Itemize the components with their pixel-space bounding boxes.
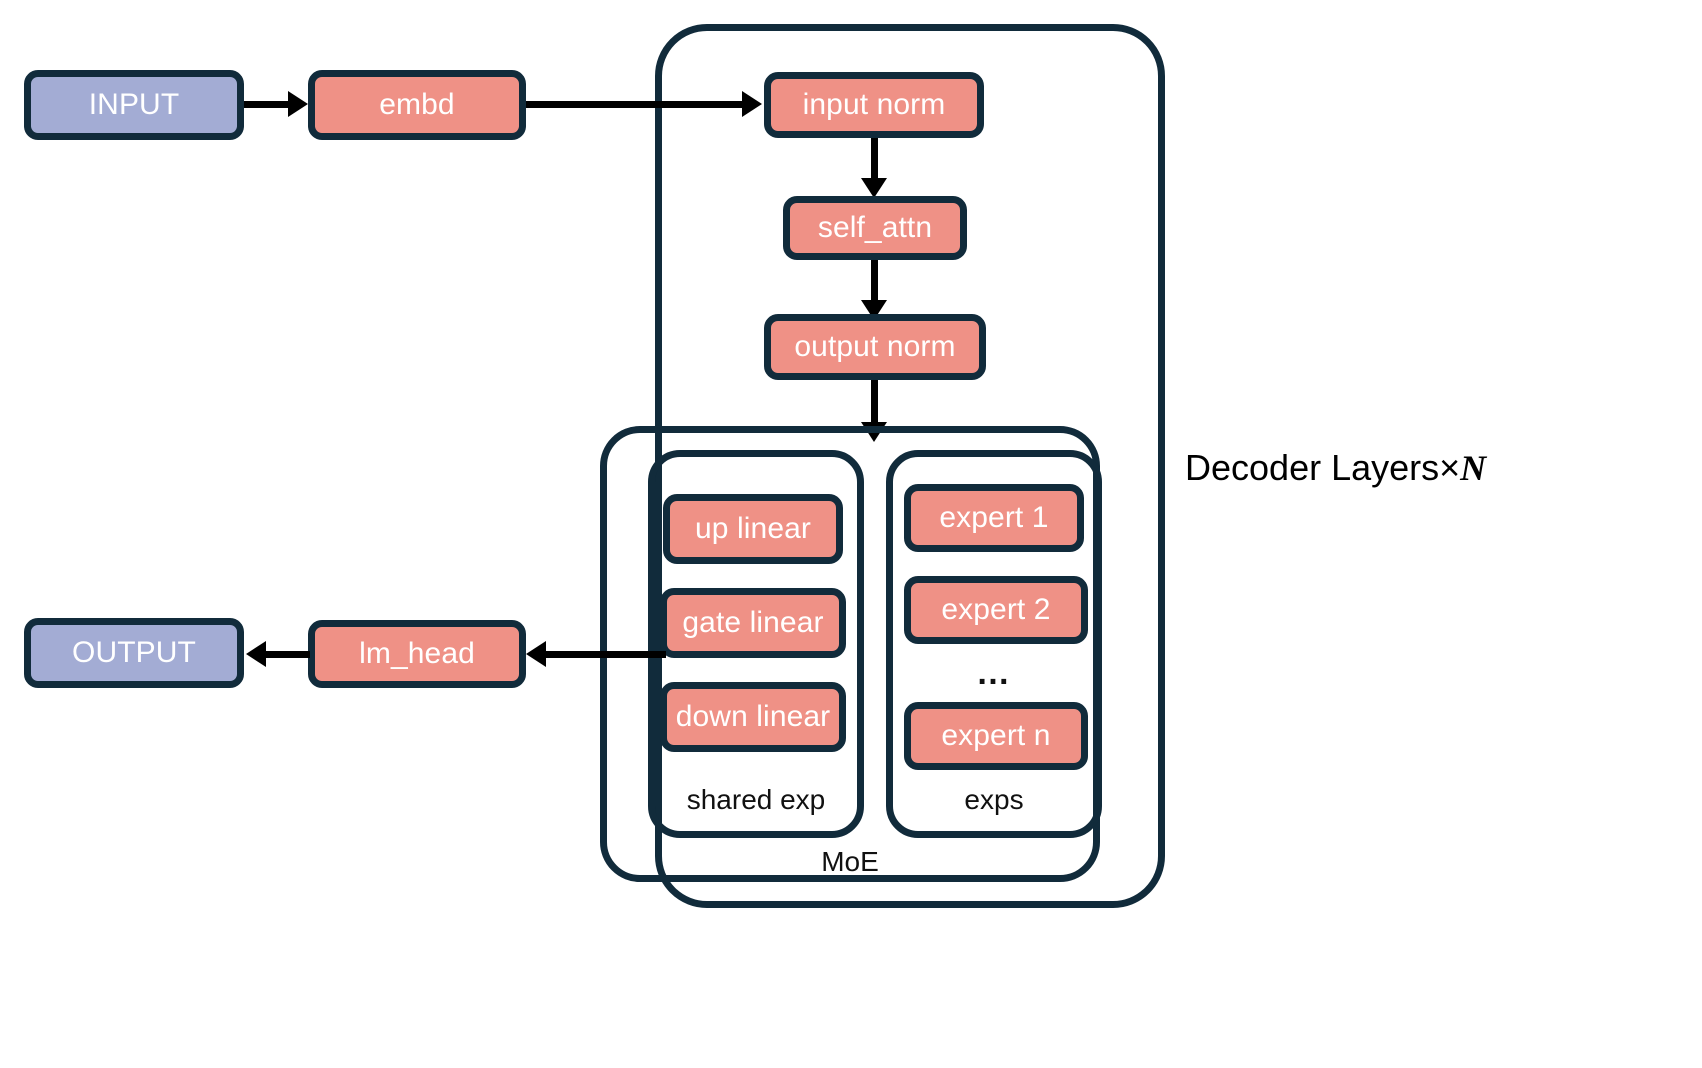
embd-node-label: embd [379, 88, 455, 121]
gate-linear-node[interactable]: gate linear [660, 588, 846, 658]
decoder-layers-legend-text: Decoder Layers× [1185, 447, 1461, 488]
down-linear-node[interactable]: down linear [660, 682, 846, 752]
expert-n-node[interactable]: expert n [904, 702, 1088, 770]
experts-ellipsis: … [976, 654, 1013, 692]
input-node-label: INPUT [88, 88, 180, 121]
up-linear-node[interactable]: up linear [663, 494, 843, 564]
input-node[interactable]: INPUT [24, 70, 244, 140]
output-node-label: OUTPUT [72, 636, 196, 669]
arrow-lmhead-to-output-head [246, 641, 266, 667]
up-linear-label: up linear [695, 512, 811, 545]
shared-exp-label: shared exp [686, 784, 826, 815]
decoder-layers-legend: Decoder Layers×N [1185, 447, 1487, 488]
exps-container [886, 450, 1102, 838]
output-norm-label: output norm [794, 330, 956, 363]
lm-head-node[interactable]: lm_head [308, 620, 526, 688]
output-node[interactable]: OUTPUT [24, 618, 244, 688]
arrow-decoder-to-lmhead-head [526, 641, 546, 667]
arrow-embd-to-inputnorm-line [526, 101, 744, 108]
shared-exp-container [648, 450, 864, 838]
output-norm-node[interactable]: output norm [764, 314, 986, 380]
arrow-lmhead-to-output-line [266, 651, 310, 658]
self-attn-label: self_attn [817, 211, 933, 244]
input-norm-node[interactable]: input norm [764, 72, 984, 138]
embd-node[interactable]: embd [308, 70, 526, 140]
moe-container-label: MoE [821, 846, 879, 877]
arrow-inputnorm-to-selfattn-line [871, 138, 878, 184]
input-norm-label: input norm [802, 88, 946, 121]
arrow-decoder-to-lmhead-line [546, 651, 666, 658]
lm-head-label: lm_head [359, 637, 475, 670]
expert-1-node[interactable]: expert 1 [904, 484, 1084, 552]
self-attn-node[interactable]: self_attn [783, 196, 967, 260]
arrow-selfattn-to-outputnorm-line [871, 260, 878, 306]
gate-linear-label: gate linear [682, 606, 824, 639]
down-linear-label: down linear [675, 700, 831, 733]
expert-1-label: expert 1 [939, 501, 1049, 534]
arrow-input-to-embd-head [288, 91, 308, 117]
expert-2-node[interactable]: expert 2 [904, 576, 1088, 644]
expert-n-label: expert n [941, 719, 1051, 752]
exps-label: exps [964, 784, 1024, 815]
arrow-embd-to-inputnorm-head [742, 91, 762, 117]
arrow-outputnorm-to-moe-line [871, 380, 878, 428]
arrow-inputnorm-to-selfattn-head [861, 178, 887, 198]
arrow-input-to-embd-line [244, 101, 290, 108]
expert-2-label: expert 2 [941, 593, 1051, 626]
decoder-layers-count: N [1460, 448, 1487, 488]
